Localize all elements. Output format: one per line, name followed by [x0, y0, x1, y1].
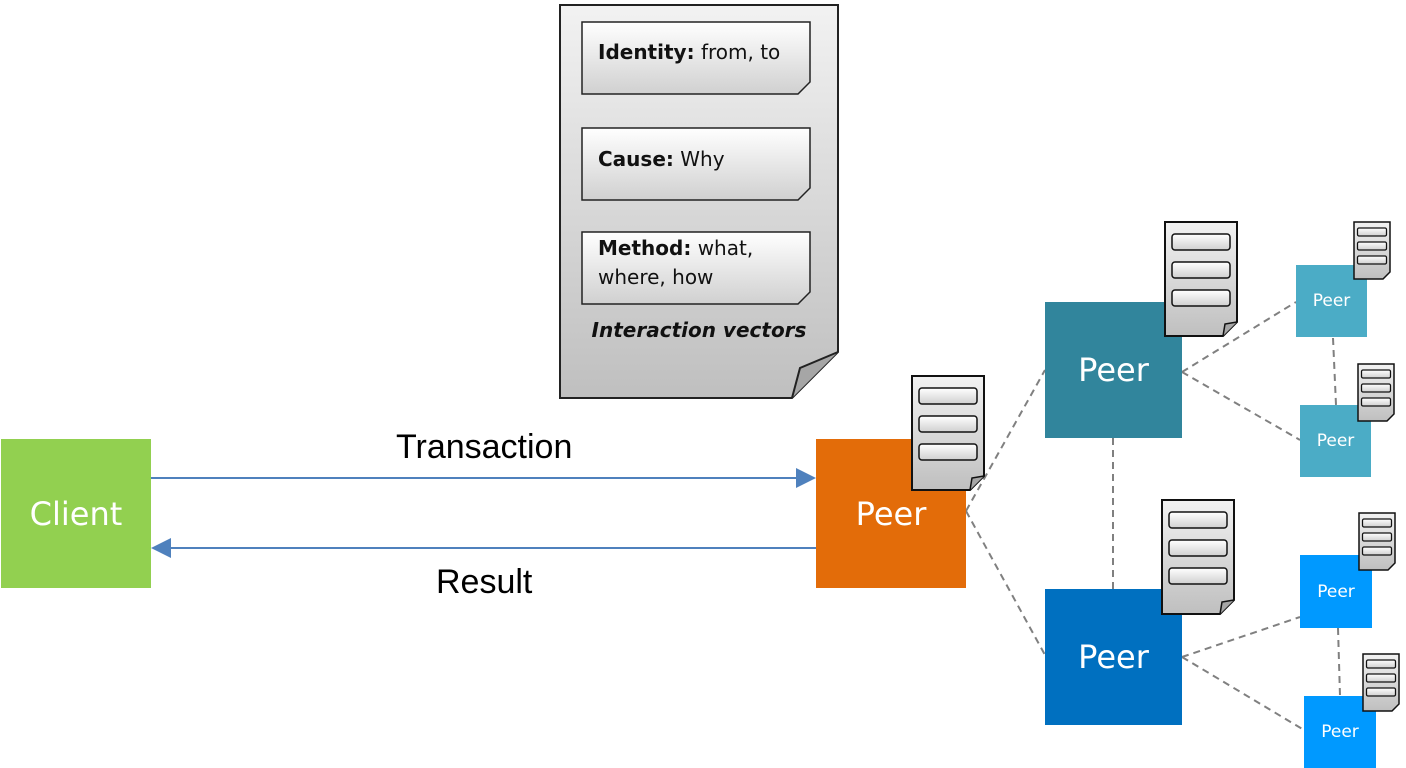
cause-key: Cause:	[598, 147, 674, 171]
ledger-icon	[1362, 653, 1400, 712]
identity-card	[581, 21, 811, 95]
method-value: what, where, how	[598, 236, 754, 289]
small-peer-label-4: Peer	[1321, 722, 1359, 742]
link-upper-small1	[1181, 301, 1297, 373]
main-peer-label: Peer	[855, 494, 927, 533]
small-peer-label-2: Peer	[1316, 431, 1355, 451]
link-main-upper	[965, 369, 1046, 512]
ledger-icon	[1161, 499, 1235, 615]
identity-key: Identity:	[598, 40, 695, 64]
client-label: Client	[29, 494, 123, 533]
identity-value: from, to	[700, 40, 781, 64]
lower-peer-label: Peer	[1078, 638, 1149, 676]
cause-field: Cause: Why	[598, 145, 803, 174]
upper-peer-label: Peer	[1078, 351, 1149, 389]
small-peer-label-3: Peer	[1317, 581, 1355, 602]
lower-peer-node: Peer	[1045, 589, 1182, 725]
ledger-icon	[1353, 221, 1391, 280]
method-key: Method:	[598, 236, 692, 260]
result-label: Result	[436, 563, 533, 601]
small-peer-label-1: Peer	[1312, 291, 1351, 311]
transaction-label: Transaction	[396, 428, 573, 466]
link-main-lower	[965, 510, 1046, 656]
ledger-icon	[1358, 512, 1396, 571]
small-peer-node-4: Peer	[1304, 696, 1376, 768]
method-field: Method: what, where, how	[598, 234, 788, 292]
ledger-icon	[1357, 363, 1395, 422]
client-node: Client	[1, 439, 151, 588]
document-caption: Interaction vectors	[591, 318, 807, 342]
ledger-icon	[911, 375, 985, 491]
document-fold	[791, 351, 839, 399]
link-upper-small2	[1181, 371, 1301, 441]
link-lower-small3	[1181, 616, 1301, 658]
ledger-icon	[1164, 221, 1238, 337]
cause-card	[581, 127, 811, 201]
method-card	[581, 231, 811, 305]
identity-field: Identity: from, to	[598, 38, 803, 67]
upper-peer-node: Peer	[1045, 302, 1182, 438]
cause-value: Why	[680, 147, 725, 171]
